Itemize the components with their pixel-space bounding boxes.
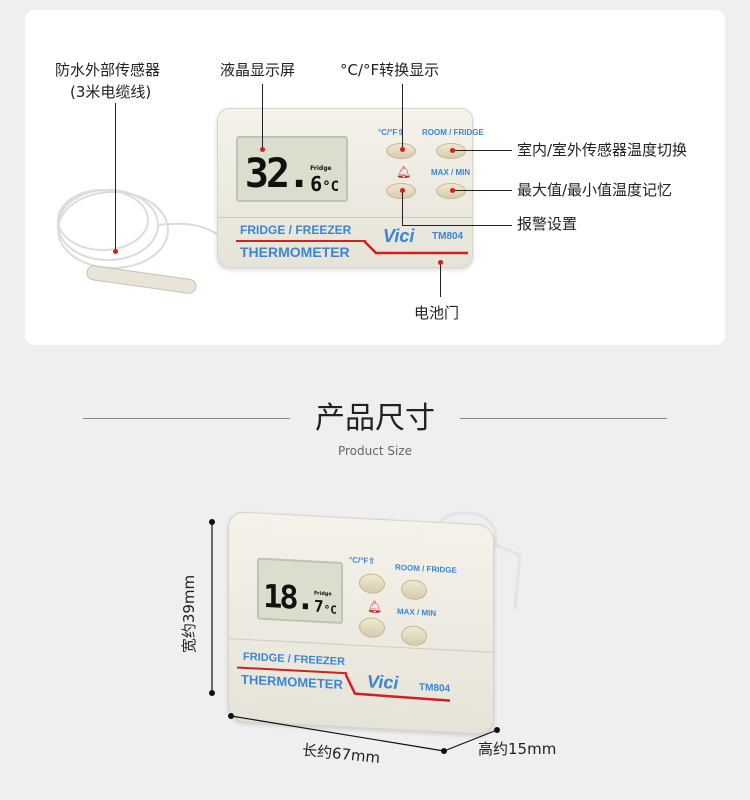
thermometer-front: 32. Fridge 6 °C °C/°F⇧ ROOM / FRIDGE 🔔︎ … bbox=[217, 108, 484, 268]
maxmin-dot bbox=[450, 188, 455, 193]
callout-unit: °C/°F转换显示 bbox=[340, 61, 440, 79]
sensor-dot bbox=[113, 249, 118, 254]
thermometer-dimension-view: 18. Fridge 7 °C °C/°F⇧ ROOM / FRIDGE 🔔︎ … bbox=[228, 511, 494, 735]
divider-left bbox=[83, 418, 290, 419]
front-label-band: FRIDGE / FREEZER THERMOMETER Vici TM804 bbox=[218, 217, 472, 267]
brand-logo: Vici bbox=[383, 226, 415, 246]
callout-sensor: 防水外部传感器 bbox=[55, 61, 161, 79]
lcd-reading: 32. bbox=[244, 151, 311, 197]
callout-room: 室内/室外传感器温度切换 bbox=[517, 141, 688, 159]
section-title: 产品尺寸 bbox=[315, 401, 435, 436]
red-stripe-tail-2 bbox=[345, 672, 451, 702]
red-stripe bbox=[236, 240, 366, 242]
section-subtitle: Product Size bbox=[337, 444, 412, 458]
width-end-bottom bbox=[209, 690, 215, 696]
label-line2: THERMOMETER bbox=[240, 244, 350, 260]
maxmin-button-label: MAX / MIN bbox=[431, 168, 471, 177]
maxmin-leader bbox=[452, 190, 512, 191]
red-stripe-tail bbox=[364, 240, 468, 255]
battery-dot bbox=[438, 260, 443, 265]
alarm-dot bbox=[400, 188, 405, 193]
height-line bbox=[443, 729, 498, 752]
unit-dot bbox=[400, 147, 405, 152]
callout-alarm: 报警设置 bbox=[517, 215, 578, 233]
width-end-top bbox=[209, 519, 215, 525]
height-label: 高约15mm bbox=[478, 740, 557, 758]
callout-sensor-sub: (3米电缆线) bbox=[70, 83, 152, 101]
lcd-decimal: 6 bbox=[310, 172, 323, 196]
lcd-display: 32. Fridge 6 °C bbox=[236, 136, 348, 202]
lcd-unit: °C bbox=[322, 179, 340, 195]
length-line bbox=[230, 715, 445, 752]
callout-lcd: 液晶显示屏 bbox=[220, 61, 296, 79]
width-label: 宽约39mm bbox=[180, 574, 199, 654]
divider-right bbox=[460, 418, 667, 419]
callout-battery: 电池门 bbox=[414, 304, 460, 322]
lcd-mode: Fridge bbox=[310, 165, 332, 172]
model-number: TM804 bbox=[432, 231, 464, 242]
unit-button-label: °C/°F⇧ bbox=[378, 128, 404, 137]
battery-leader bbox=[440, 262, 441, 297]
bell-icon: 🔔︎ bbox=[396, 165, 412, 179]
label-line1: FRIDGE / FREEZER bbox=[240, 223, 352, 237]
sensor-leader bbox=[115, 103, 116, 253]
length-end-left bbox=[228, 713, 234, 719]
alarm-leader-v bbox=[402, 190, 403, 225]
sensor-cable-icon bbox=[57, 189, 219, 294]
callout-maxmin: 最大值/最小值温度记忆 bbox=[517, 181, 673, 199]
room-button-label: ROOM / FRIDGE bbox=[422, 128, 484, 137]
room-dot bbox=[450, 148, 455, 153]
front-label-band-2: FRIDGE / FREEZER THERMOMETER Vici TM804 bbox=[229, 638, 493, 732]
lcd-dot bbox=[260, 147, 265, 152]
unit-leader bbox=[402, 84, 403, 150]
lcd-leader bbox=[262, 84, 263, 150]
alarm-leader-h bbox=[402, 225, 512, 226]
room-leader bbox=[452, 150, 512, 151]
height-end bbox=[494, 727, 500, 733]
